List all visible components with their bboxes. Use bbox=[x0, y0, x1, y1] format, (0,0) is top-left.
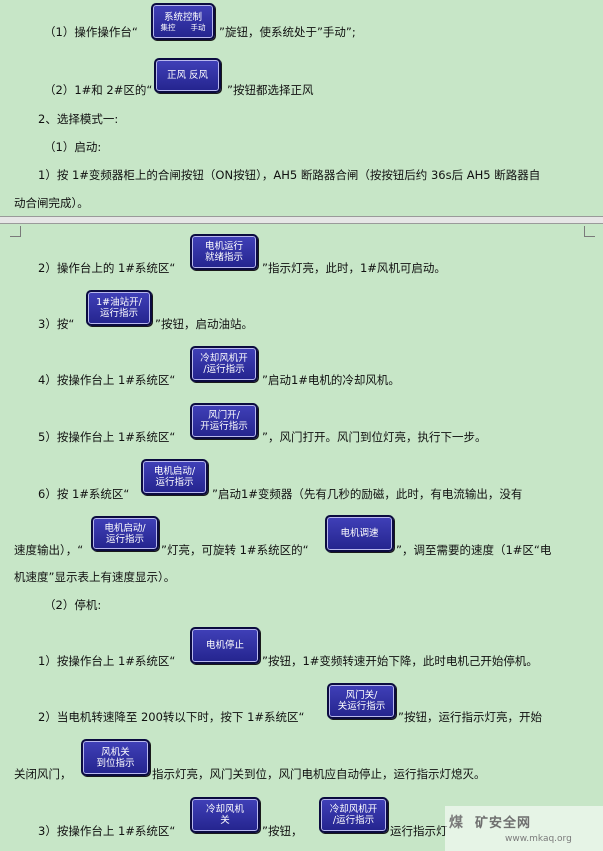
text-segment: 动合闸完成）。 bbox=[14, 196, 89, 210]
motor-stop-button: 电机停止 bbox=[190, 627, 260, 664]
button-label: 电机调速 bbox=[340, 528, 379, 539]
motor-start-indicator: 电机启动/ 运行指示 bbox=[91, 516, 159, 551]
system-control-knob: 系统控制 集控 手动 bbox=[151, 3, 215, 40]
button-sublabel: 手动 bbox=[190, 22, 206, 32]
button-label: 冷却风机开 bbox=[200, 353, 248, 364]
damper-close-button: 风门关/ 关运行指示 bbox=[327, 683, 396, 719]
button-label: 风门关/ bbox=[345, 690, 378, 701]
oil-station-button: 1#油站开/ 运行指示 bbox=[86, 290, 152, 326]
text-segment: ”按钮都选择正风 bbox=[227, 83, 314, 97]
cooling-fan-off-button: 冷却风机 关 bbox=[190, 797, 260, 833]
button-label: 运行指示 bbox=[155, 477, 194, 488]
text-segment: ”灯亮，可旋转 1#系统区的“ bbox=[161, 543, 309, 557]
text-segment: 2）操作台上的 1#系统区“ bbox=[38, 261, 176, 275]
motor-start-button: 电机启动/ 运行指示 bbox=[141, 459, 208, 495]
button-label: 就绪指示 bbox=[204, 252, 243, 263]
button-label: 电机启动/ bbox=[153, 466, 196, 477]
text-segment: ”按钮，启动油站。 bbox=[155, 317, 253, 331]
watermark-text: 矿安全网 bbox=[475, 816, 532, 831]
text-segment: ”按钮，运行指示灯亮，开始 bbox=[398, 710, 542, 724]
text-segment: （1）操作操作台“ bbox=[44, 25, 138, 39]
text-segment: （2）1#和 2#区的“ bbox=[44, 83, 153, 97]
text-segment: ”启动1#变频器（先有几秒的励磁，此时，有电流输出，没有 bbox=[212, 487, 523, 501]
button-sublabel: 集控 bbox=[160, 22, 176, 32]
text-segment: 3）按“ bbox=[38, 317, 75, 331]
text-segment: 速度输出），“ bbox=[14, 543, 84, 557]
text-segment: 机速度”显示表上有速度显示）。 bbox=[14, 570, 176, 584]
text-segment: 1）按 1#变频器柜上的合闸按钮（ON按钮），AH5 断路器合闸（按按钮后约 3… bbox=[38, 168, 541, 182]
button-label: 到位指示 bbox=[96, 757, 135, 769]
forward-reverse-button: 正风 反风 bbox=[154, 58, 221, 93]
button-label: 正风 反风 bbox=[166, 70, 209, 81]
motor-ready-indicator: 电机运行 就绪指示 bbox=[190, 234, 258, 270]
button-label: 冷却风机开 bbox=[329, 804, 378, 815]
text-segment: （2）停机: bbox=[44, 598, 102, 612]
text-segment: ”，风门打开。风门到位灯亮，执行下一步。 bbox=[262, 430, 487, 444]
text-segment: 5）按操作台上 1#系统区“ bbox=[38, 430, 176, 444]
button-label: 关运行指示 bbox=[337, 701, 386, 712]
motor-speed-knob: 电机调速 bbox=[325, 515, 394, 552]
text-segment: ”旋钮，使系统处于”手动”; bbox=[219, 25, 356, 39]
button-label: /运行指示 bbox=[332, 815, 375, 826]
button-label: 电机运行 bbox=[204, 241, 243, 252]
text-segment: 指示灯亮，风门关到位，风门电机应自动停止，运行指示灯熄灭。 bbox=[152, 767, 486, 781]
text-segment: ”，调至需要的速度（1#区“电 bbox=[396, 543, 552, 557]
button-label: 运行指示 bbox=[105, 533, 144, 545]
button-label: 系统控制 bbox=[163, 11, 202, 23]
text-segment: 2）当电机转速降至 200转以下时，按下 1#系统区“ bbox=[38, 710, 305, 724]
cooling-fan-on-indicator: 冷却风机开 /运行指示 bbox=[319, 797, 388, 833]
text-segment: ”按钮， bbox=[262, 824, 303, 838]
text-segment: 运行指示灯 bbox=[390, 824, 448, 838]
cooling-fan-on-button: 冷却风机开 /运行指示 bbox=[190, 346, 258, 382]
page-corner-mark bbox=[584, 226, 595, 237]
text-segment: ”启动1#电机的冷却风机。 bbox=[262, 373, 400, 387]
button-label: 冷却风机 bbox=[205, 804, 244, 815]
text-segment: （1）启动: bbox=[44, 140, 102, 154]
button-label: 风机关 bbox=[101, 746, 130, 758]
site-watermark: 煤 矿安全网 www.mkaq.org bbox=[445, 806, 603, 851]
damper-open-button: 风门开/ 开运行指示 bbox=[190, 403, 258, 439]
text-segment: ”按钮，1#变频转速开始下降，此时电机己开始停机。 bbox=[262, 654, 538, 668]
fan-close-position-indicator: 风机关 到位指示 bbox=[81, 739, 150, 776]
text-segment: 4）按操作台上 1#系统区“ bbox=[38, 373, 176, 387]
text-segment: 关闭风门， bbox=[14, 767, 72, 781]
button-label: 风门开/ bbox=[208, 410, 240, 421]
text-segment: ”指示灯亮，此时，1#风机可启动。 bbox=[262, 261, 446, 275]
text-segment: 1）按操作台上 1#系统区“ bbox=[38, 654, 176, 668]
button-label: /运行指示 bbox=[203, 364, 245, 375]
button-label: 电机停止 bbox=[205, 640, 244, 651]
watermark-logo: 煤 bbox=[449, 815, 464, 831]
text-segment: 3）按操作台上 1#系统区“ bbox=[38, 824, 176, 838]
button-label: 1#油站开/ bbox=[96, 297, 142, 308]
page-separator bbox=[0, 216, 603, 224]
text-segment: 6）按 1#系统区“ bbox=[38, 487, 130, 501]
button-label: 电机启动/ bbox=[104, 522, 146, 534]
page-corner-mark bbox=[10, 226, 21, 237]
text-segment: 2、选择模式一: bbox=[38, 112, 119, 126]
button-label: 开运行指示 bbox=[200, 421, 248, 432]
button-label: 关 bbox=[220, 815, 230, 826]
button-label: 运行指示 bbox=[99, 308, 138, 319]
watermark-url: www.mkaq.org bbox=[505, 834, 572, 844]
